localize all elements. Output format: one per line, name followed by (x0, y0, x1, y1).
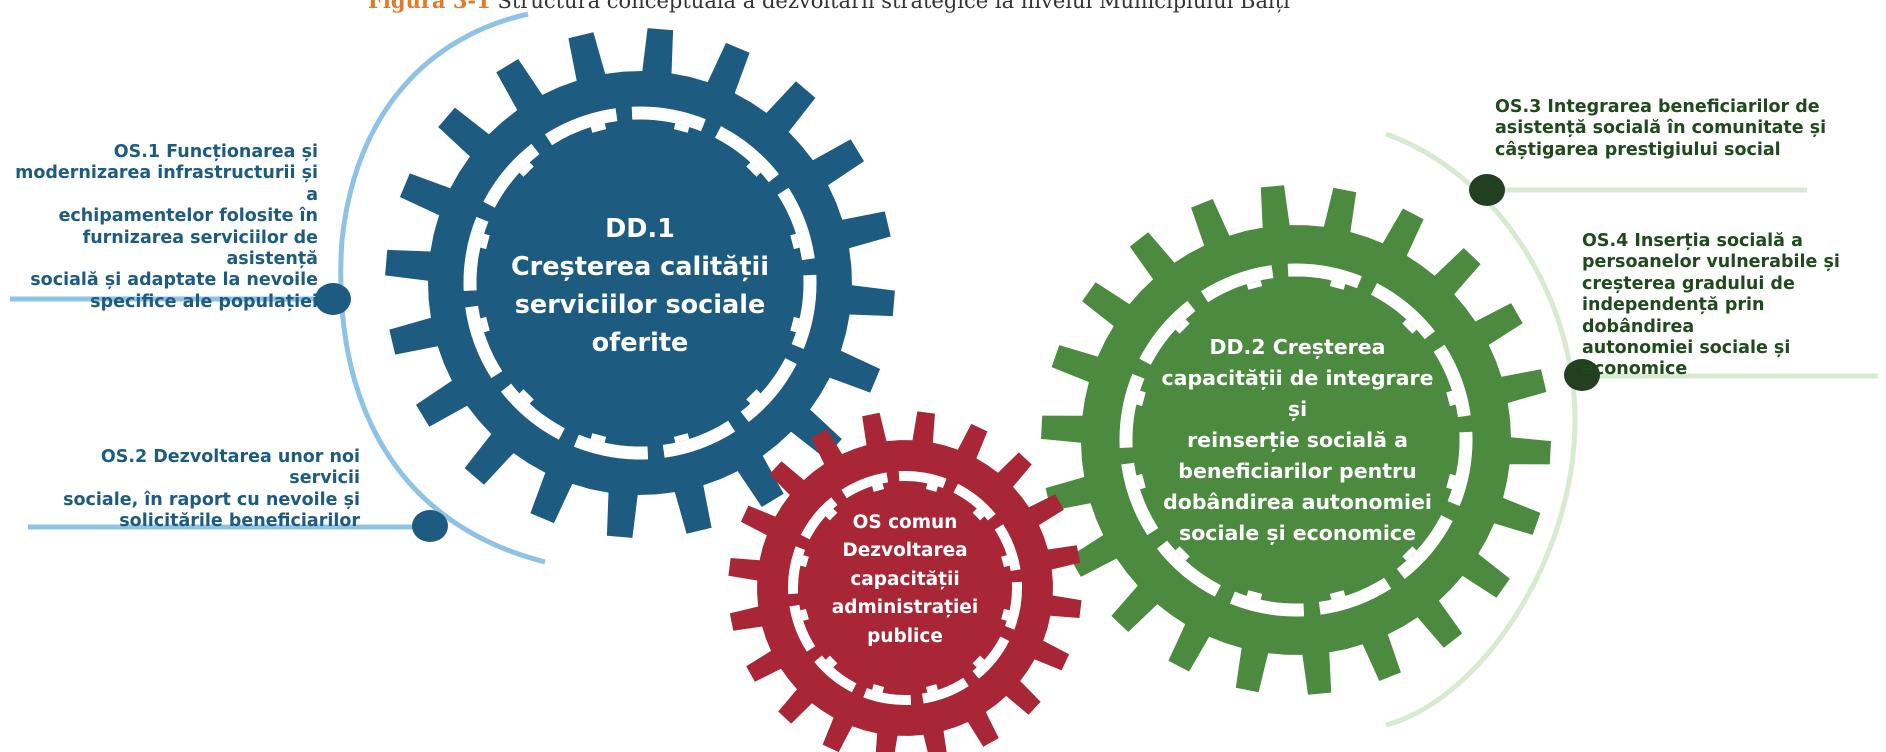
gear-dd1-body (385, 28, 895, 538)
gear-os-common-notch (972, 655, 985, 668)
gear-os-common-notch (972, 508, 985, 521)
dd1-line: oferite (591, 327, 689, 358)
dd1-line: Creșterea calității (510, 251, 770, 282)
gear-dd1-label: DD.1 Creșterea calității serviciilor soc… (490, 198, 790, 373)
os-common-line: capacității (850, 568, 960, 590)
gear-dd1-notch (746, 162, 761, 177)
os3-text: OS.3 Integrarea beneficiarilor de asiste… (1495, 97, 1875, 161)
dd2-line: beneficiarilor pentru (1178, 458, 1417, 483)
gear-os-common-ring (788, 471, 1022, 705)
os4-dot (1564, 359, 1600, 391)
left-arc (338, 11, 546, 565)
gear-dd1-notch (519, 162, 534, 177)
os-common-line: administrației (831, 597, 979, 619)
os4-line: persoanelor vulnerabile și (1582, 252, 1840, 273)
os2-dot (412, 510, 448, 542)
os1-text: OS.1 Funcționarea și modernizarea infras… (4, 142, 318, 313)
gear-dd2-notch (1446, 390, 1456, 407)
gear-dd1-notch (480, 316, 490, 333)
dd2-line: dobândirea autonomiei (1163, 489, 1432, 514)
os3-line: OS.3 Integrarea beneficiarilor de (1495, 97, 1820, 117)
gear-dd1-notch (790, 316, 800, 333)
gear-dd1-notch (480, 233, 490, 250)
os4-line: OS.4 Inserția socială a (1582, 231, 1803, 251)
gear-dd2-notch (1175, 319, 1190, 334)
gear-os-common-notch (800, 608, 809, 621)
gear-dd1 (385, 28, 895, 538)
gear-dd1-notch (790, 233, 800, 250)
os2-line: solicitările beneficiarilor (119, 511, 360, 532)
os3-dot (1469, 174, 1505, 206)
gear-dd2 (1041, 185, 1551, 695)
dd2-line: DD.2 Creșterea (1209, 334, 1386, 359)
os3-line: câștigarea prestigiului social (1495, 139, 1781, 160)
gear-os-common-notch (800, 555, 809, 568)
os1-line: modernizarea infrastructurii și a (15, 163, 318, 205)
os4-text: OS.4 Inserția socială a persoanelor vuln… (1582, 231, 1882, 381)
gear-dd1-notch (673, 123, 690, 133)
dd2-line: reinserție socială a (1187, 427, 1408, 452)
os4-line: autonomiei sociale și economice (1582, 338, 1791, 380)
os3-line: asistență socială în comunitate și (1495, 118, 1827, 139)
gear-dd1-notch (746, 389, 761, 404)
os2-text: OS.2 Dezvoltarea unor noi servicii socia… (30, 447, 360, 533)
figure-caption-text: Structura conceptuală a dezvoltării stra… (497, 0, 1290, 13)
gear-os-common-notch (1001, 555, 1010, 568)
dd2-line: capacității de integrare și (1161, 365, 1434, 421)
gear-dd2-notch (1136, 473, 1146, 490)
os1-line: socială și adaptate la nevoile (30, 270, 318, 291)
os-common-line: OS comun (852, 511, 958, 533)
os1-line: furnizarea serviciilor de asistență (82, 227, 318, 270)
gear-dd2-notch (1329, 590, 1346, 600)
os1-line: OS.1 Funcționarea și (113, 142, 318, 162)
gear-dd2-notch (1329, 280, 1346, 290)
gear-os-common-notch (925, 483, 938, 492)
os-common-line: publice (867, 625, 943, 647)
gear-dd2-notch (1446, 473, 1456, 490)
gear-dd2-notch (1136, 390, 1146, 407)
gear-dd2-label: DD.2 Creșterea capacității de integrare … (1150, 335, 1445, 545)
gear-dd2-body (1041, 185, 1551, 695)
gear-os-common-notch (872, 684, 885, 693)
os-common-line: Dezvoltarea (842, 540, 968, 562)
gear-dd2-notch (1246, 280, 1263, 290)
gear-dd2-notch (1402, 319, 1417, 334)
gear-dd2-notch (1402, 546, 1417, 561)
gear-dd1-notch (673, 433, 690, 443)
os4-line: creșterea gradului de (1582, 273, 1795, 294)
os2-line: OS.2 Dezvoltarea unor noi servicii (100, 447, 360, 489)
gear-dd2-notch (1246, 590, 1263, 600)
os4-line: independență prin dobândirea (1582, 295, 1765, 337)
gear-os-common-body (728, 411, 1082, 752)
gear-dd1-notch (590, 433, 607, 443)
dd2-line: sociale și economice (1179, 520, 1416, 545)
dd1-line: serviciilor sociale (514, 289, 766, 320)
gear-os-common-notch (825, 655, 838, 668)
gear-dd1-notch (519, 389, 534, 404)
gear-os-common-notch (1001, 608, 1010, 621)
os1-dot (315, 283, 351, 315)
os2-line: sociale, în raport cu nevoile și (63, 489, 360, 510)
os1-line: echipamentelor folosite în (58, 206, 318, 227)
gear-os-common-label: OS comun Dezvoltarea capacității adminis… (800, 506, 1010, 654)
gear-os-common (728, 411, 1082, 752)
os1-line: specifice ale populației (90, 291, 318, 312)
figure-caption: Figura 3-1 Structura conceptuală a dezvo… (368, 0, 1668, 14)
figure-caption-label: Figura 3-1 (368, 0, 491, 13)
gear-dd1-notch (590, 123, 607, 133)
gear-os-common-notch (825, 508, 838, 521)
gear-dd2-notch (1175, 546, 1190, 561)
gear-os-common-notch (925, 684, 938, 693)
dd1-line: DD.1 (605, 213, 675, 244)
gear-os-common-notch (872, 483, 885, 492)
